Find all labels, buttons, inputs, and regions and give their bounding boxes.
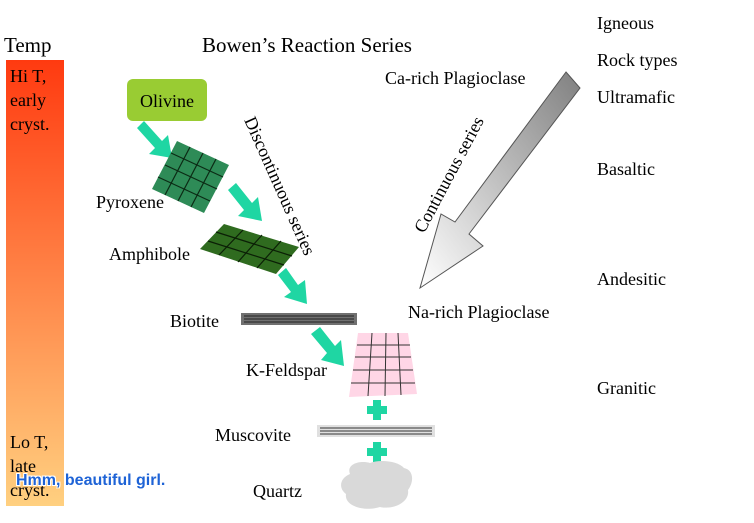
muscovite-label: Muscovite <box>215 425 291 445</box>
amphibole-label: Amphibole <box>109 244 190 264</box>
plus-icon <box>367 400 387 420</box>
rock-types-heading: Rock types <box>597 50 678 70</box>
lo-temp-label: Lo T, late cryst. <box>10 432 53 500</box>
k-feldspar-label: K-Feldspar <box>246 360 327 380</box>
pyroxene-label: Pyroxene <box>96 192 164 212</box>
subtitle-caption: Hmm, beautiful girl. <box>16 472 166 489</box>
olivine-label: Olivine <box>140 91 194 111</box>
arrow-olivine-to-pyroxene <box>137 121 172 158</box>
igneous-heading: Igneous <box>597 13 654 33</box>
pyroxene-shape <box>152 141 229 213</box>
temp-heading: Temp <box>4 33 52 57</box>
na-rich-plagioclase-label: Na-rich Plagioclase <box>408 302 549 322</box>
biotite-label: Biotite <box>170 311 219 331</box>
diagram-title: Bowen’s Reaction Series <box>202 33 412 57</box>
amphibole-shape <box>200 224 299 274</box>
arrow-biotite-to-kfeldspar <box>311 327 344 366</box>
quartz-shape <box>341 460 413 509</box>
ca-rich-plagioclase-label: Ca-rich Plagioclase <box>385 68 525 88</box>
granitic-label: Granitic <box>597 378 656 398</box>
muscovite-shape <box>317 425 435 437</box>
temperature-gradient-bar <box>6 60 64 506</box>
olivine-box <box>127 79 207 121</box>
ultramafic-label: Ultramafic <box>597 87 675 107</box>
biotite-shape <box>241 313 357 325</box>
arrow-pyroxene-to-amphibole <box>228 183 262 221</box>
quartz-label: Quartz <box>253 481 302 501</box>
continuous-series-arrow <box>419 71 581 290</box>
plus-icon <box>367 442 387 462</box>
hi-temp-label: Hi T, early cryst. <box>10 66 51 134</box>
andesitic-label: Andesitic <box>597 269 666 289</box>
basaltic-label: Basaltic <box>597 159 655 179</box>
arrow-amphibole-to-biotite <box>278 268 307 304</box>
k-feldspar-shape <box>349 332 417 397</box>
